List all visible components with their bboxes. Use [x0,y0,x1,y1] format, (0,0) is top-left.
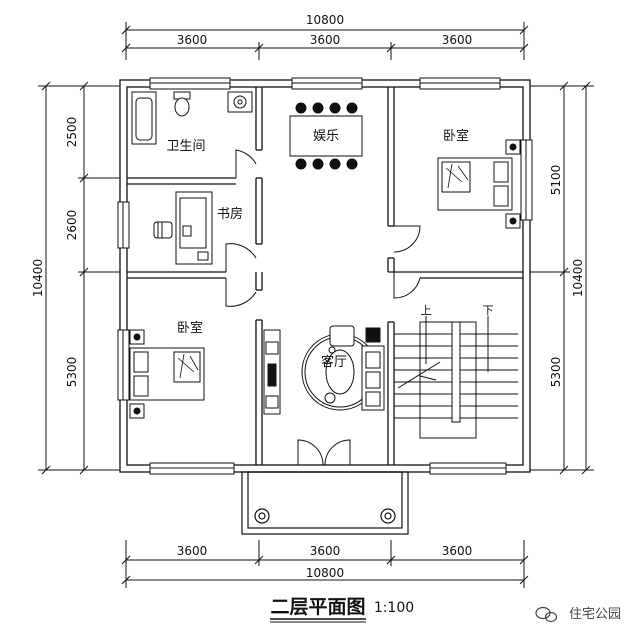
bed-icon [129,347,205,401]
drawing-title: 二层平面图 [270,596,365,618]
bathtub-icon [131,91,157,145]
room-label-entertainment: 娱乐 [313,129,339,144]
right-total-dim: 10400 [571,259,585,297]
top-total-dim: 10800 [306,13,344,27]
left-dim-2: 2600 [65,210,79,241]
wechat-bubble-icon [535,606,558,623]
doors [225,149,421,466]
room-label-study: 书房 [217,206,243,222]
bottom-dimensions [121,540,529,588]
watermark-text: 住宅公园 [569,607,621,622]
left-total-dim: 10400 [31,259,45,297]
stair-up-label: 上 [421,304,432,317]
nightstand-icon [505,139,521,229]
room-label-bedroom-left: 卧室 [177,320,203,336]
top-dim-3: 3600 [442,33,473,47]
top-dim-2: 3600 [310,33,341,47]
right-dim-1: 5100 [549,165,563,196]
bottom-dim-2: 3600 [310,544,341,558]
windows [117,77,533,475]
wall-caps [256,149,394,321]
bottom-dim-3: 3600 [442,544,473,558]
right-dimensions [530,81,594,475]
room-label-living-room: 客厅 [321,354,347,370]
bottom-total-dim: 10800 [306,566,344,580]
drawing-scale: 1:100 [374,600,414,616]
left-dimensions [38,81,120,475]
left-dim-1: 2500 [65,117,79,148]
bed-icon [437,157,513,211]
stair-down-label: 下 [483,304,494,317]
room-label-bedroom-right: 卧室 [443,128,469,144]
right-dim-2: 5300 [549,357,563,388]
sofa-set-icon [301,325,385,411]
room-label-bathroom: 卫生间 [166,139,205,154]
tv-cabinet-icon [263,329,281,415]
top-dimensions [121,22,529,60]
toilet-icon [173,91,191,117]
top-dim-1: 3600 [177,33,208,47]
nightstand-icon [129,329,145,419]
desk-icon [175,191,213,265]
office-chair-icon [153,221,173,239]
staircase-icon [394,316,518,439]
bottom-dim-1: 3600 [177,544,208,558]
balcony [241,471,409,535]
left-dim-3: 5300 [65,357,79,388]
game-table-icon [289,102,363,170]
sink-icon [227,91,253,113]
